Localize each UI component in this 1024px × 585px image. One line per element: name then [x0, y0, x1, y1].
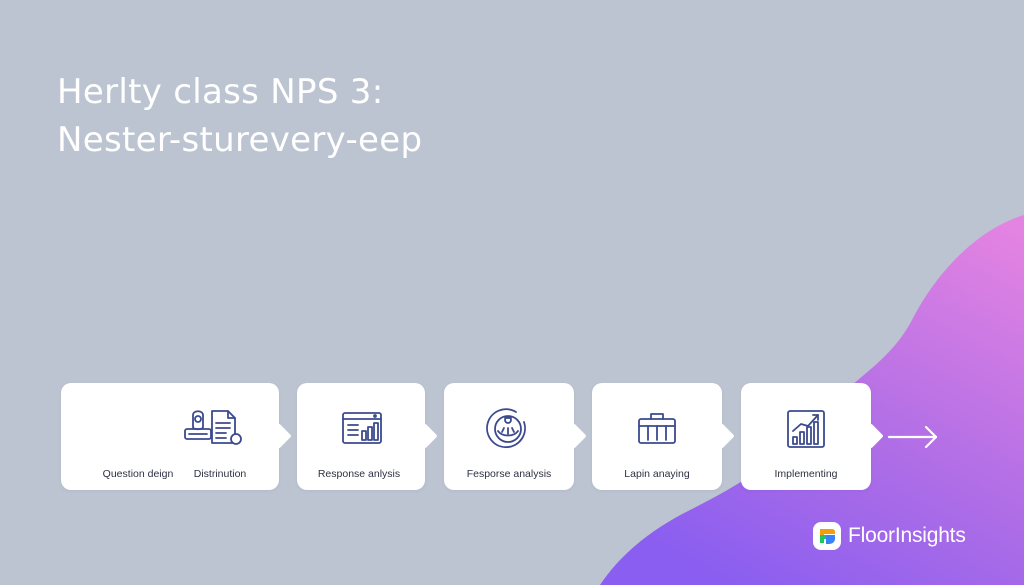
step-card-1: Question deign Distrinution — [61, 383, 292, 490]
title-line-1: Herlty class NPS 3: — [57, 72, 384, 112]
step-label: Question deign — [102, 468, 174, 480]
step-card-5: Implementing — [741, 383, 884, 490]
floorinsights-logo-icon — [813, 522, 841, 550]
step-label: Implementing — [774, 468, 838, 480]
step-label: Distrinution — [193, 468, 247, 480]
user-badge-icon — [176, 407, 220, 451]
step-card-2: Response anlysis — [297, 383, 438, 490]
brand-name: FloorInsights — [848, 524, 966, 547]
arrow-right-icon — [887, 425, 938, 449]
briefcase-icon — [635, 407, 679, 451]
step-label: Response anlysis — [317, 468, 401, 480]
page-title: Herlty class NPS 3: Nester-sturevery-eep — [57, 68, 422, 164]
step-label: Lapin anaying — [624, 468, 690, 480]
step-label: Fesporse analysis — [466, 468, 552, 480]
step-card-3: Fesporse analysis — [444, 383, 587, 490]
brand: FloorInsights — [812, 520, 966, 552]
growth-chart-icon — [784, 407, 828, 451]
gauge-icon — [486, 407, 530, 451]
browser-chart-icon — [340, 407, 384, 451]
title-line-2: Nester-sturevery-eep — [57, 120, 423, 160]
step-card-4: Lapin anaying — [592, 383, 735, 490]
document-icon — [204, 407, 248, 451]
